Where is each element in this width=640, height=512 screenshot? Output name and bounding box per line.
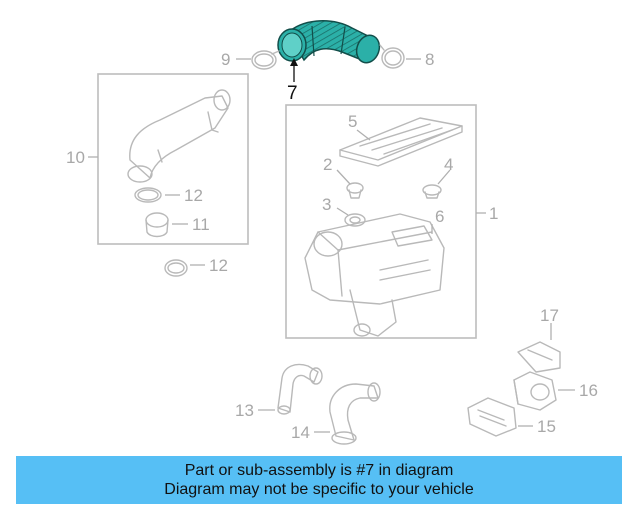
callout-1[interactable]: 1 [489, 204, 498, 223]
leader-2 [336, 169, 351, 185]
callout-4[interactable]: 4 [444, 155, 453, 174]
callout-12b[interactable]: 12 [209, 256, 228, 275]
callout-13[interactable]: 13 [235, 401, 254, 420]
leader-5 [356, 129, 371, 141]
part-15-inlet[interactable] [467, 397, 517, 437]
banner-line-1: Part or sub-assembly is #7 in diagram [184, 462, 454, 479]
part-3-insulator[interactable] [344, 213, 366, 227]
part-10-intake-tube[interactable] [127, 89, 231, 183]
part-16-resonator[interactable] [513, 371, 557, 411]
part-14-duct[interactable] [329, 382, 381, 445]
callout-11[interactable]: 11 [192, 215, 210, 234]
parts-diagram: 7 9 8 10 12 11 12 [66, 20, 598, 445]
callout-16[interactable]: 16 [579, 381, 598, 400]
callout-7[interactable]: 7 [287, 83, 298, 104]
part-5-air-filter[interactable] [339, 117, 463, 167]
part-4-grommet[interactable] [422, 184, 442, 199]
callout-15[interactable]: 15 [537, 417, 556, 436]
part-13-hose[interactable] [277, 363, 323, 415]
part-7-intake-hose[interactable] [277, 20, 383, 66]
leader-3 [336, 207, 349, 216]
callout-2[interactable]: 2 [323, 155, 332, 174]
part-9-clamp[interactable] [251, 50, 280, 70]
part-2-grommet[interactable] [346, 182, 364, 199]
arrowhead-7 [290, 58, 298, 66]
group-box-10 [97, 73, 249, 245]
group-box-1 [285, 104, 477, 339]
part-12-clamp-upper[interactable] [134, 187, 162, 203]
callout-12a[interactable]: 12 [184, 186, 203, 205]
callout-9[interactable]: 9 [221, 50, 230, 69]
callout-3[interactable]: 3 [322, 195, 331, 214]
callout-6[interactable]: 6 [435, 207, 444, 226]
part-8-clamp[interactable] [379, 44, 405, 69]
leader-4 [437, 169, 451, 185]
part-17-cover[interactable] [517, 341, 561, 373]
callout-5[interactable]: 5 [348, 112, 357, 131]
callout-17[interactable]: 17 [540, 306, 559, 325]
callout-10[interactable]: 10 [66, 148, 85, 167]
part-6-air-cleaner-housing[interactable] [304, 213, 445, 337]
part-12-clamp-lower[interactable] [164, 259, 188, 277]
callout-8[interactable]: 8 [425, 50, 434, 69]
callout-14[interactable]: 14 [291, 423, 310, 442]
info-banner: Part or sub-assembly is #7 in diagram Di… [16, 456, 622, 504]
banner-line-2: Diagram may not be specific to your vehi… [164, 481, 474, 498]
part-11-seal[interactable] [145, 212, 169, 238]
